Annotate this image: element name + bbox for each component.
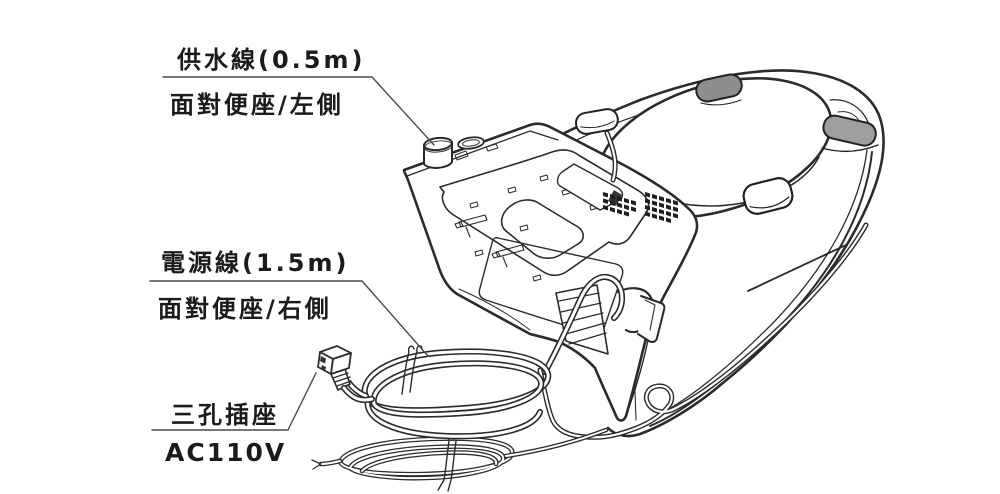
label-plug-title: 三孔插座	[171, 401, 279, 429]
plug-prong-slots	[320, 356, 326, 371]
vent-grille-right	[645, 192, 678, 223]
water-hose	[311, 222, 869, 492]
cord-hook	[616, 287, 666, 343]
callout-line-plug	[151, 372, 317, 431]
twist-tie-hose	[437, 435, 457, 492]
callout-line-water-supply	[162, 76, 435, 146]
power-cord-coil	[345, 348, 552, 440]
label-power-cord-title: 電源線(1.5m)	[161, 249, 350, 277]
callout-line-power-cord	[149, 280, 429, 357]
label-water-supply-title: 供水線(0.5m)	[177, 46, 366, 74]
callout-lines	[149, 76, 435, 431]
bumper-white-left	[574, 108, 619, 135]
vent-grille-left	[603, 192, 636, 217]
label-plug-voltage: AC110V	[165, 438, 287, 467]
bumper-white-center	[742, 177, 794, 215]
hose-stub	[604, 130, 618, 183]
inlet-cap	[457, 136, 485, 150]
power-plug	[317, 345, 376, 404]
power-cord	[317, 273, 626, 440]
label-water-supply-subtitle: 面對便座/左側	[170, 91, 344, 119]
bumper-dark-right	[822, 114, 877, 147]
label-power-cord-subtitle: 面對便座/右側	[158, 295, 332, 323]
seat-bumpers	[574, 73, 879, 215]
base-unit	[402, 122, 699, 422]
bumper-dark-top	[695, 73, 743, 103]
twist-tie-cord	[401, 345, 423, 395]
water-inlet	[423, 136, 485, 169]
seat-accent-line	[747, 244, 847, 292]
bare-wire-tip	[311, 459, 322, 470]
water-hose-coil	[311, 427, 609, 492]
